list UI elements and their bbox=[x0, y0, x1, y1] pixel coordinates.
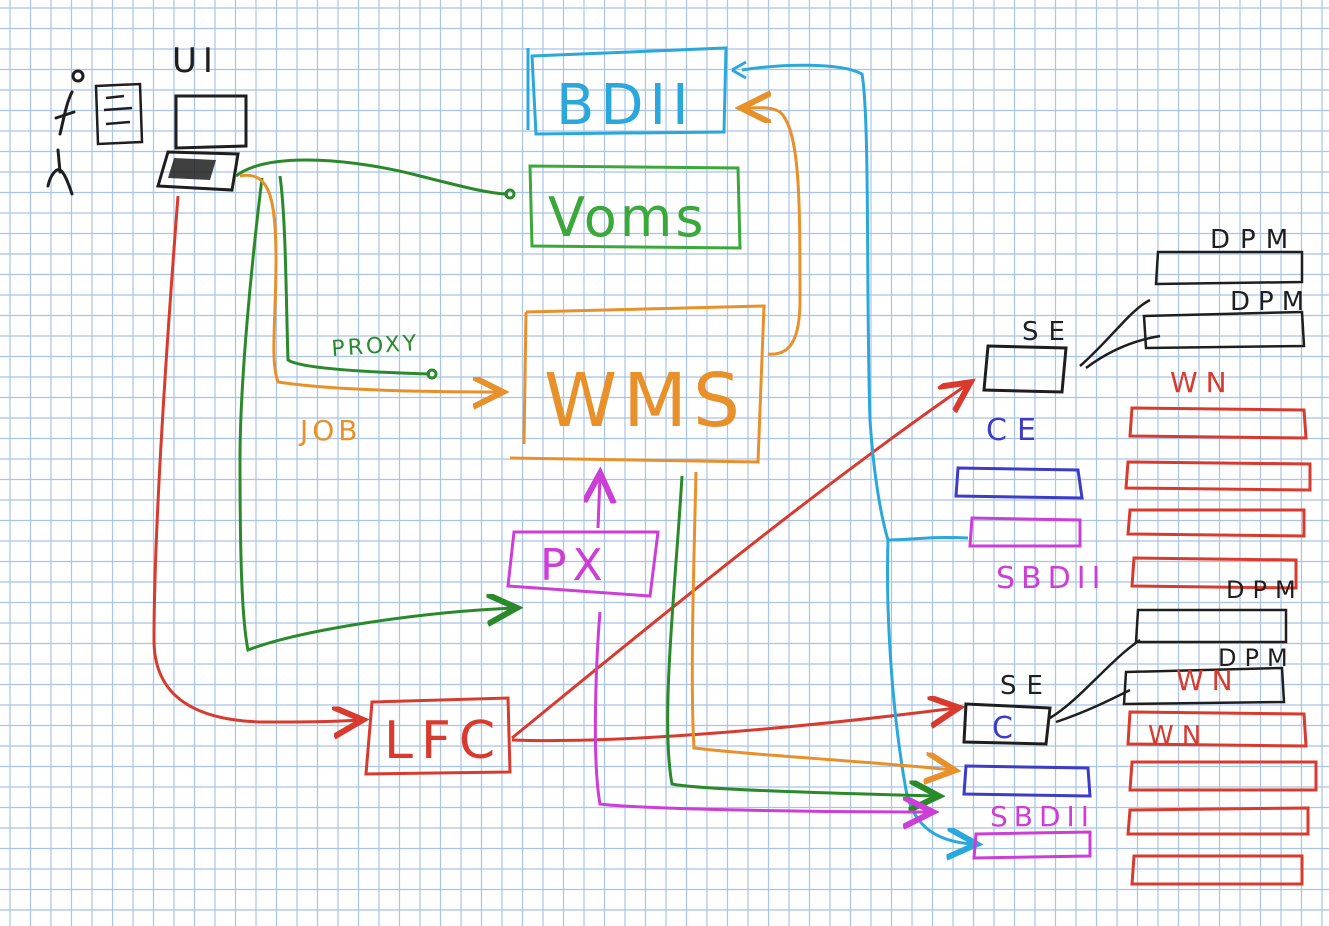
sbdii-top-label: SBDII bbox=[996, 561, 1106, 596]
wn-bottom-1-label: WN bbox=[1176, 664, 1241, 697]
bdii-label: BDII bbox=[556, 73, 695, 138]
bdii-node: BDII bbox=[526, 46, 728, 138]
se-top-label: SE bbox=[1022, 317, 1075, 347]
wn-top-label: WN bbox=[1170, 366, 1235, 399]
user-figure-icon bbox=[46, 69, 85, 196]
job-label: JOB bbox=[298, 414, 362, 447]
document-icon bbox=[94, 82, 144, 146]
voms-label: Voms bbox=[548, 186, 707, 249]
ui-label: UI bbox=[172, 41, 219, 81]
se-bottom-label: SE bbox=[1000, 671, 1053, 701]
ce-bottom-label: C bbox=[992, 711, 1013, 746]
dpm-1-label: DPM bbox=[1210, 225, 1298, 255]
proxy-label: PROXY bbox=[331, 331, 421, 362]
px-node: PX bbox=[506, 530, 660, 598]
dpm-3-label: DPM bbox=[1226, 576, 1304, 604]
lfc-label: LFC bbox=[384, 711, 503, 771]
wms-label: WMS bbox=[544, 358, 746, 444]
wn-bottom-2-label: WN bbox=[1148, 721, 1209, 751]
site-top: SE DPM DPM CE SBDII WN bbox=[954, 225, 1312, 596]
site-bottom: DPM DPM SE C SBDII WN WN bbox=[962, 576, 1318, 886]
voms-node: Voms bbox=[528, 164, 742, 250]
sbdii-bottom-label: SBDII bbox=[990, 800, 1095, 833]
ui-terminal-icon bbox=[156, 150, 240, 192]
px-label: PX bbox=[540, 540, 609, 591]
wms-node: WMS bbox=[509, 304, 766, 464]
lfc-node: LFC bbox=[364, 696, 512, 776]
ce-top-label: CE bbox=[986, 413, 1046, 448]
ui-node: UI bbox=[156, 41, 248, 192]
